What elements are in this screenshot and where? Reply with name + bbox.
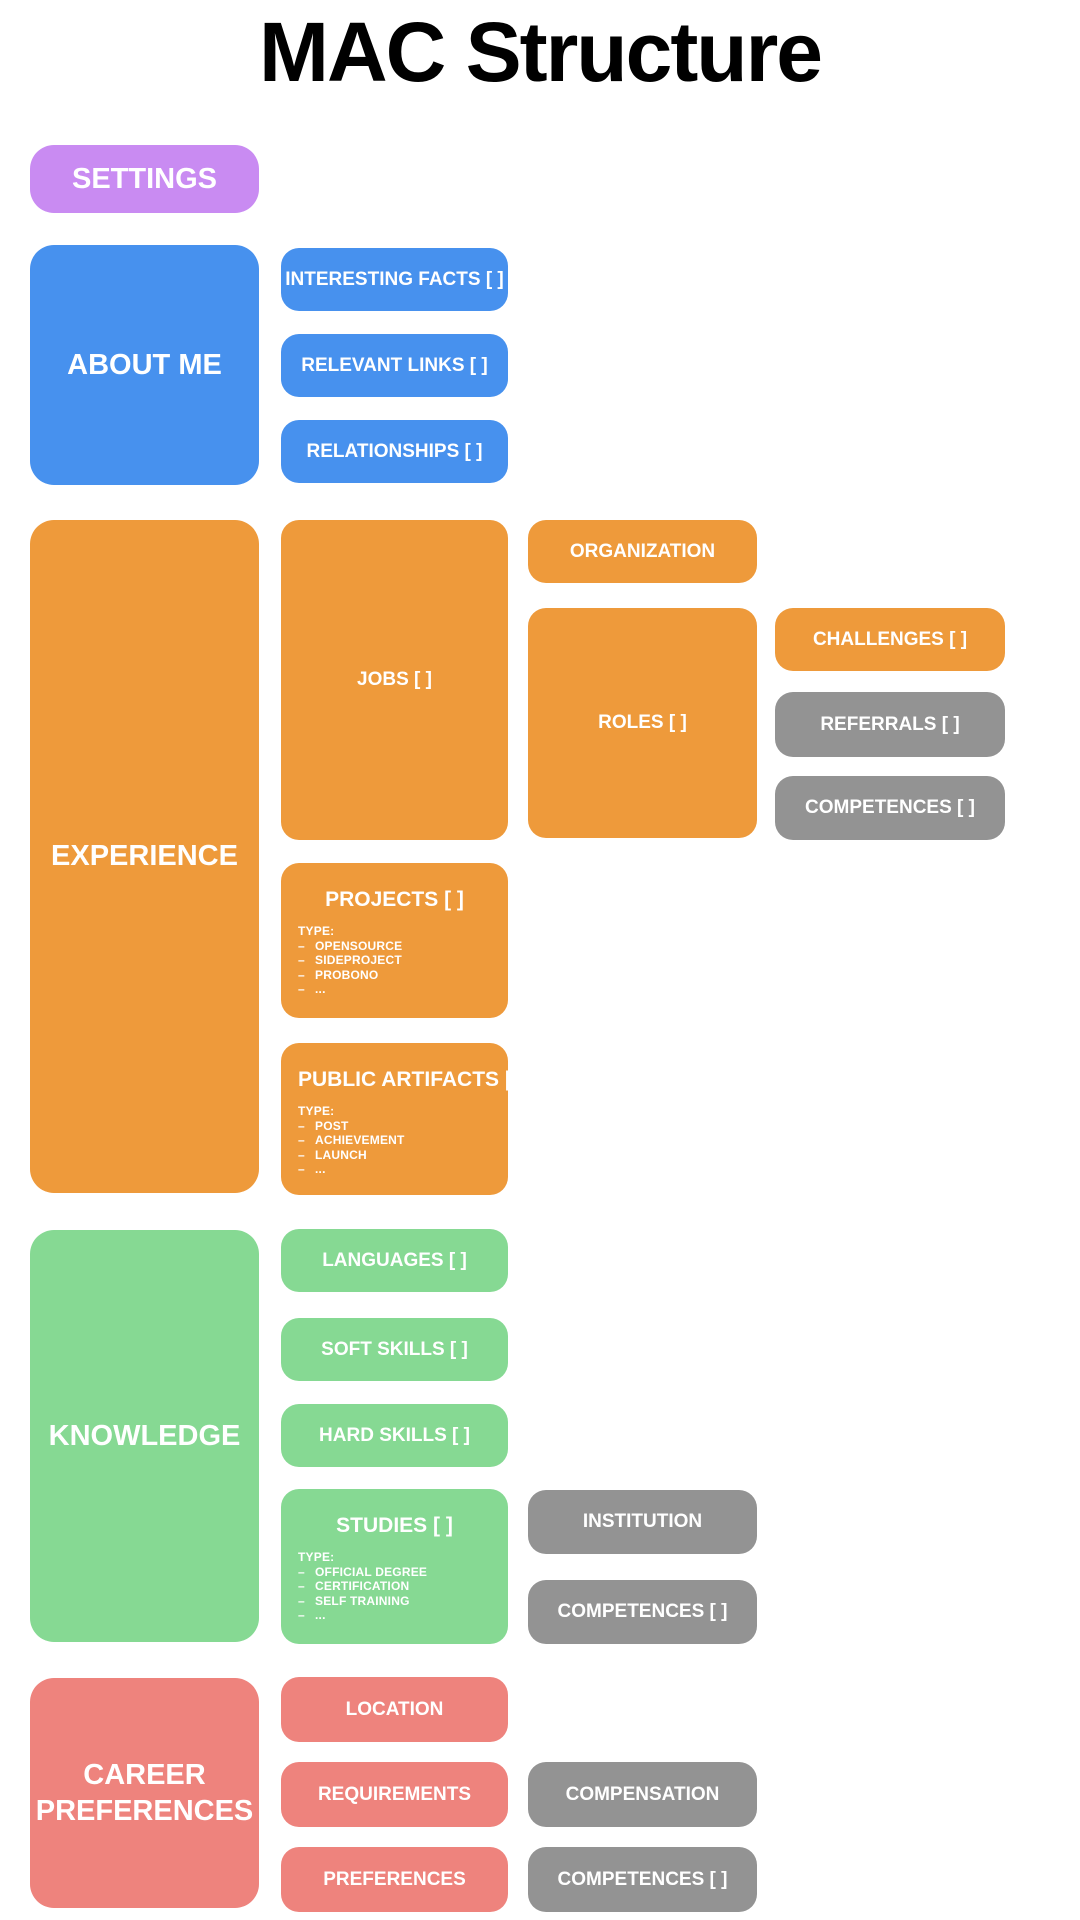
type-item: –POST <box>298 1118 349 1133</box>
type-item: –ACHIEVEMENT <box>298 1133 405 1147</box>
interesting-facts-block: INTERESTING FACTS [ ] <box>281 248 508 311</box>
type-item: –LAUNCH <box>298 1147 367 1162</box>
compensation-block: COMPENSATION <box>528 1762 757 1827</box>
institution-block: INSTITUTION <box>528 1490 757 1554</box>
public-artifacts-label: PUBLIC ARTIFACTS [ ] <box>298 1068 525 1091</box>
studies-competences-block: COMPETENCES [ ] <box>528 1580 757 1644</box>
settings-block: SETTINGS <box>30 145 259 213</box>
public-artifacts-type-list: TYPE: –POST –ACHIEVEMENT –LAUNCH –... <box>298 1104 491 1177</box>
about-me-block: ABOUT ME <box>30 245 259 485</box>
jobs-block: JOBS [ ] <box>281 520 508 840</box>
type-item: –SELF TRAINING <box>298 1593 410 1608</box>
type-item: –... <box>298 982 326 996</box>
challenges-block: CHALLENGES [ ] <box>775 608 1005 671</box>
dash-bullet: – <box>298 938 305 953</box>
studies-block: STUDIES [ ] TYPE: –OFFICIAL DEGREE –CERT… <box>281 1489 508 1644</box>
studies-label: STUDIES [ ] <box>336 1514 453 1537</box>
dash-bullet: – <box>298 1593 305 1608</box>
experience-block: EXPERIENCE <box>30 520 259 1193</box>
type-item: –OFFICIAL DEGREE <box>298 1564 428 1579</box>
dash-bullet: – <box>298 953 305 967</box>
projects-type-list: TYPE: –OPENSOURCE –SIDEPROJECT –PROBONO … <box>298 924 491 997</box>
soft-skills-block: SOFT SKILLS [ ] <box>281 1318 508 1381</box>
location-block: LOCATION <box>281 1677 508 1742</box>
studies-type-list: TYPE: –OFFICIAL DEGREE –CERTIFICATION –S… <box>298 1550 491 1623</box>
type-item: –OPENSOURCE <box>298 938 403 953</box>
type-heading: TYPE: <box>298 1550 335 1564</box>
dash-bullet: – <box>298 982 305 996</box>
type-item: –... <box>298 1608 326 1622</box>
dash-bullet: – <box>298 1147 305 1162</box>
hard-skills-block: HARD SKILLS [ ] <box>281 1404 508 1467</box>
relationships-block: RELATIONSHIPS [ ] <box>281 420 508 483</box>
dash-bullet: – <box>298 1133 305 1147</box>
dash-bullet: – <box>298 1162 305 1176</box>
career-preferences-block: CAREER PREFERENCES <box>30 1678 259 1908</box>
referrals-block: REFERRALS [ ] <box>775 692 1005 757</box>
type-heading: TYPE: <box>298 924 335 938</box>
languages-block: LANGUAGES [ ] <box>281 1229 508 1292</box>
career-competences-block: COMPETENCES [ ] <box>528 1847 757 1912</box>
preferences-block: PREFERENCES <box>281 1847 508 1912</box>
type-item: –PROBONO <box>298 967 379 982</box>
projects-label: PROJECTS [ ] <box>325 888 464 911</box>
knowledge-block: KNOWLEDGE <box>30 1230 259 1642</box>
requirements-block: REQUIREMENTS <box>281 1762 508 1827</box>
dash-bullet: – <box>298 967 305 982</box>
type-item: –SIDEPROJECT <box>298 953 402 967</box>
type-heading: TYPE: <box>298 1104 335 1118</box>
type-item: –CERTIFICATION <box>298 1579 410 1593</box>
roles-block: ROLES [ ] <box>528 608 757 838</box>
dash-bullet: – <box>298 1118 305 1133</box>
dash-bullet: – <box>298 1564 305 1579</box>
dash-bullet: – <box>298 1608 305 1622</box>
public-artifacts-block: PUBLIC ARTIFACTS [ ] TYPE: –POST –ACHIEV… <box>281 1043 525 1195</box>
relevant-links-block: RELEVANT LINKS [ ] <box>281 334 508 397</box>
roles-competences-block: COMPETENCES [ ] <box>775 776 1005 840</box>
page-title: MAC Structure <box>258 5 823 99</box>
projects-block: PROJECTS [ ] TYPE: –OPENSOURCE –SIDEPROJ… <box>281 863 508 1018</box>
organization-block: ORGANIZATION <box>528 520 757 583</box>
type-item: –... <box>298 1162 326 1176</box>
dash-bullet: – <box>298 1579 305 1593</box>
